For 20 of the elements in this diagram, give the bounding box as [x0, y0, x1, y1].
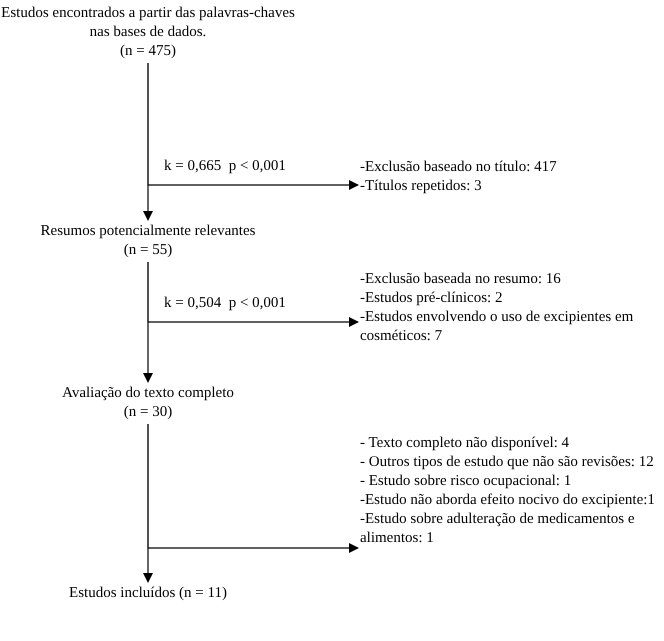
exclusion-text: -Estudo sobre adulteração de medicamentos e alimentos: 1 — [360, 510, 636, 548]
step-text: (n = 475) — [120, 42, 176, 61]
exclusion-text: -Títulos repetidos: 3 — [360, 177, 482, 196]
arrow — [147, 424, 359, 553]
exclusion-text: -Estudos envolvendo o uso de excipientes em cosméticos: 7 — [360, 308, 634, 346]
step-text: Resumos potencialmente relevantes — [40, 222, 256, 241]
step-text: (n = 30) — [124, 403, 172, 422]
step-text: Avaliação do texto completo — [62, 384, 234, 403]
exclusion-text: - Estudo sobre risco ocupacional: 1 — [360, 472, 572, 491]
exclusion-text: - Texto completo não disponível: 4 — [360, 434, 570, 453]
exclusion-text: -Exclusão baseado no título: 417 — [360, 158, 557, 177]
step-text: Estudos encontrados a partir das palavras-chaves nas bases de dados. — [0, 4, 296, 42]
step-text: (n = 55) — [124, 241, 172, 260]
arrow — [147, 63, 359, 190]
exclusion-text: -Estudo não aborda efeito nocivo do excipiente:1 — [360, 491, 655, 510]
exclusion-text: - Outros tipos de estudo que não são revisões: 12 — [360, 453, 654, 472]
arrow — [147, 262, 359, 327]
step-text: Estudos incluídos (n = 11) — [69, 584, 227, 603]
exclusion-text: -Estudos pré-clínicos: 2 — [360, 289, 502, 308]
exclusion-text: -Exclusão baseada no resumo: 16 — [360, 270, 561, 289]
